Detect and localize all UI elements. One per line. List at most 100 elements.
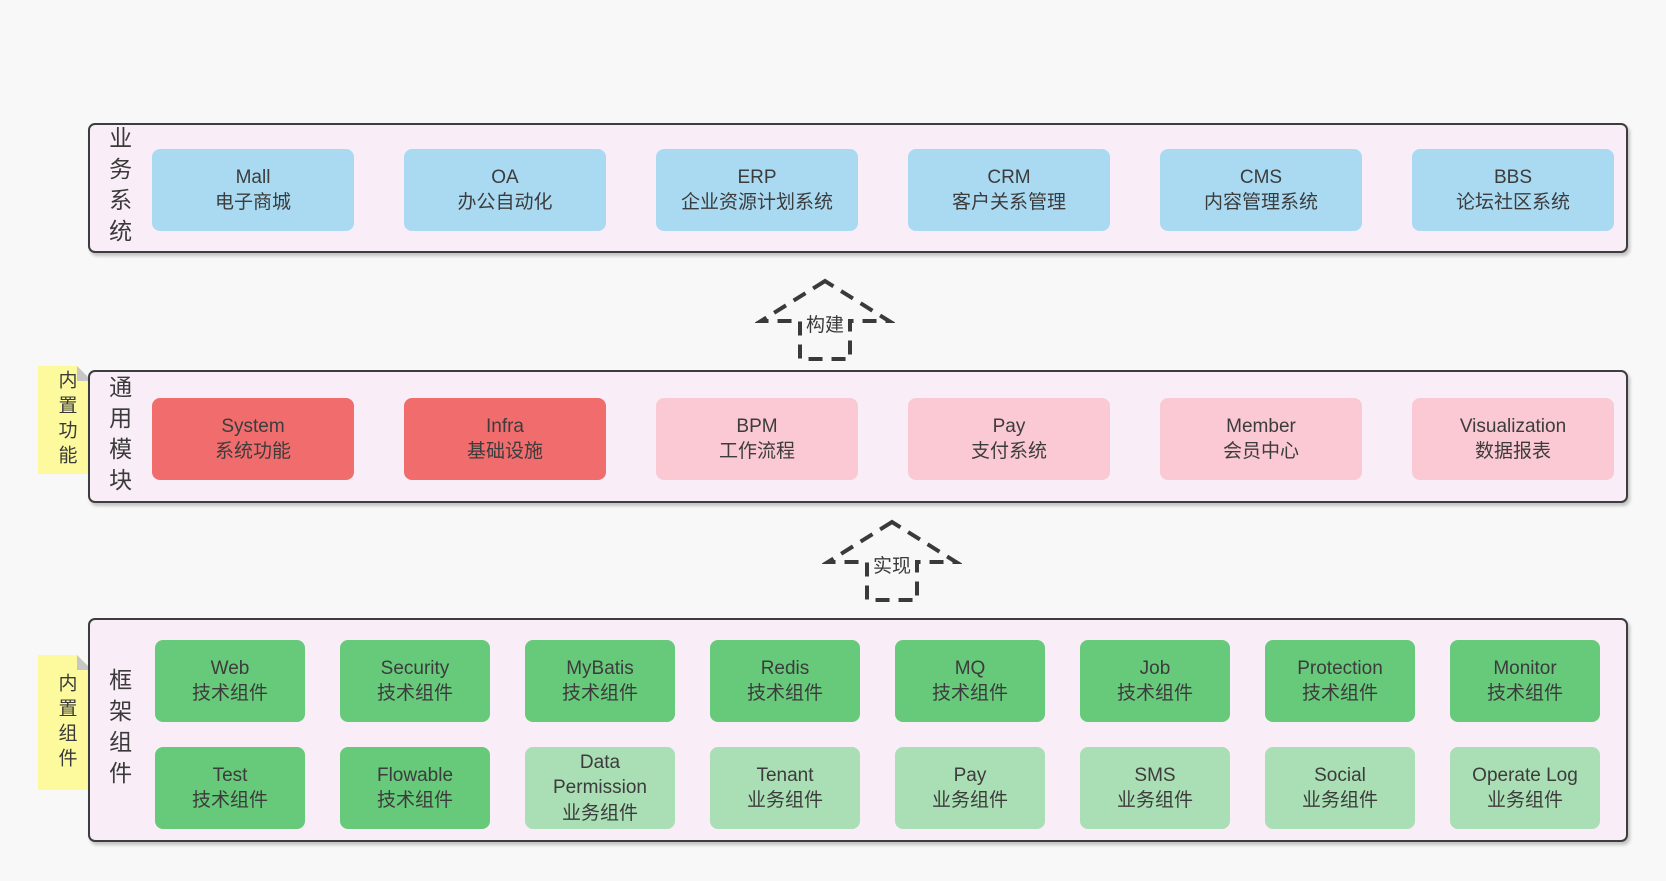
box-test: Test 技术组件: [155, 747, 305, 829]
modules-box-row: System 系统功能 Infra 基础设施 BPM 工作流程 Pay 支付系统…: [152, 398, 1614, 480]
box-subtitle: 技术组件: [1116, 683, 1193, 704]
box-infra: Infra 基础设施: [404, 398, 606, 480]
box-title: Mall: [235, 166, 271, 188]
arrow-implement: 实现: [822, 518, 962, 604]
box-title: OA: [491, 166, 519, 188]
box-title: Redis: [760, 657, 810, 679]
box-subtitle: 业务组件: [1486, 790, 1563, 811]
box-data-permission: Data Permission 业务组件: [525, 747, 675, 829]
box-subtitle: 系统功能: [214, 441, 291, 462]
box-subtitle: 论坛社区系统: [1455, 192, 1570, 213]
box-subtitle: 技术组件: [191, 683, 268, 704]
box-mybatis: MyBatis 技术组件: [525, 640, 675, 722]
box-bpm: BPM 工作流程: [656, 398, 858, 480]
band-label-text: 框架组件: [105, 668, 132, 792]
box-subtitle: 技术组件: [191, 790, 268, 811]
box-subtitle: 技术组件: [376, 790, 453, 811]
box-redis: Redis 技术组件: [710, 640, 860, 722]
box-title: Infra: [485, 415, 525, 437]
box-title: Pay: [953, 764, 987, 786]
box-title: Tenant: [756, 764, 814, 786]
box-title: ERP: [737, 166, 777, 188]
box-title: BBS: [1493, 166, 1533, 188]
box-subtitle: 技术组件: [376, 683, 453, 704]
band-common-modules: 通用模块 System 系统功能 Infra 基础设施 BPM 工作流程 Pay…: [88, 370, 1628, 503]
box-operate-log: Operate Log 业务组件: [1450, 747, 1600, 829]
arrow-label: 实现: [869, 550, 915, 579]
band-label-common-modules: 通用模块: [98, 372, 138, 501]
box-title: MyBatis: [566, 657, 634, 679]
box-web: Web 技术组件: [155, 640, 305, 722]
box-subtitle: 企业资源计划系统: [680, 192, 833, 213]
band-label-text: 业务系统: [105, 126, 132, 250]
box-title: Social: [1314, 764, 1366, 786]
box-visualization: Visualization 数据报表: [1412, 398, 1614, 480]
arrow-build: 构建: [755, 277, 895, 363]
box-flowable: Flowable 技术组件: [340, 747, 490, 829]
band-business-systems: 业务系统 Mall 电子商城 OA 办公自动化 ERP 企业资源计划系统 CRM…: [88, 123, 1628, 253]
box-pay-component: Pay 业务组件: [895, 747, 1045, 829]
sticky-note-text: 内置组件: [55, 672, 77, 773]
box-subtitle: 技术组件: [1301, 683, 1378, 704]
box-member: Member 会员中心: [1160, 398, 1362, 480]
box-monitor: Monitor 技术组件: [1450, 640, 1600, 722]
box-subtitle: 业务组件: [746, 790, 823, 811]
box-system: System 系统功能: [152, 398, 354, 480]
box-subtitle: 支付系统: [970, 441, 1047, 462]
band-label-framework-components: 框架组件: [98, 620, 138, 840]
box-mall: Mall 电子商城: [152, 149, 354, 231]
box-subtitle: 客户关系管理: [951, 192, 1066, 213]
box-tenant: Tenant 业务组件: [710, 747, 860, 829]
box-subtitle: 业务组件: [931, 790, 1008, 811]
box-title: CRM: [987, 166, 1031, 188]
box-subtitle: 技术组件: [1486, 683, 1563, 704]
band-label-business-systems: 业务系统: [98, 125, 138, 251]
box-crm: CRM 客户关系管理: [908, 149, 1110, 231]
box-title: Visualization: [1459, 415, 1567, 437]
box-bbs: BBS 论坛社区系统: [1412, 149, 1614, 231]
box-title: Protection: [1297, 657, 1383, 679]
box-erp: ERP 企业资源计划系统: [656, 149, 858, 231]
box-title: System: [221, 415, 285, 437]
box-subtitle: 业务组件: [1301, 790, 1378, 811]
box-subtitle: 技术组件: [561, 683, 638, 704]
up-arrow-icon: [822, 519, 962, 602]
box-title: Test: [212, 764, 248, 786]
box-subtitle: 数据报表: [1474, 441, 1551, 462]
box-title: Flowable: [376, 764, 454, 786]
box-subtitle: 办公自动化: [457, 192, 553, 213]
box-title: Member: [1226, 415, 1296, 437]
box-title: MQ: [954, 657, 986, 679]
box-title: Data Permission: [553, 752, 647, 799]
framework-box-row-2: Test 技术组件 Flowable 技术组件 Data Permission …: [155, 747, 1600, 829]
box-subtitle: 技术组件: [931, 683, 1008, 704]
sticky-note-builtin-features: 内置功能: [38, 366, 92, 474]
box-subtitle: 业务组件: [561, 802, 638, 824]
box-title: Security: [380, 657, 450, 679]
box-sms: SMS 业务组件: [1080, 747, 1230, 829]
box-social: Social 业务组件: [1265, 747, 1415, 829]
box-protection: Protection 技术组件: [1265, 640, 1415, 722]
box-subtitle: 业务组件: [1116, 790, 1193, 811]
box-oa: OA 办公自动化: [404, 149, 606, 231]
box-title: Job: [1139, 657, 1171, 679]
sticky-note-builtin-components: 内置组件: [38, 655, 92, 790]
box-subtitle: 基础设施: [466, 441, 543, 462]
box-job: Job 技术组件: [1080, 640, 1230, 722]
box-mq: MQ 技术组件: [895, 640, 1045, 722]
arrow-label: 构建: [802, 309, 848, 338]
box-security: Security 技术组件: [340, 640, 490, 722]
box-title: Operate Log: [1472, 764, 1578, 786]
box-title: SMS: [1134, 764, 1176, 786]
business-box-row: Mall 电子商城 OA 办公自动化 ERP 企业资源计划系统 CRM 客户关系…: [152, 149, 1614, 231]
box-subtitle: 工作流程: [718, 441, 795, 462]
box-title: Web: [210, 657, 250, 679]
band-label-text: 通用模块: [105, 374, 132, 499]
up-arrow-icon: [755, 278, 895, 361]
sticky-note-text: 内置功能: [55, 370, 77, 470]
box-title: BPM: [736, 415, 778, 437]
box-pay-module: Pay 支付系统: [908, 398, 1110, 480]
framework-box-row-1: Web 技术组件 Security 技术组件 MyBatis 技术组件 Redi…: [155, 640, 1600, 722]
box-title: Pay: [992, 415, 1026, 437]
band-framework-components: 框架组件 Web 技术组件 Security 技术组件 MyBatis 技术组件…: [88, 618, 1628, 842]
